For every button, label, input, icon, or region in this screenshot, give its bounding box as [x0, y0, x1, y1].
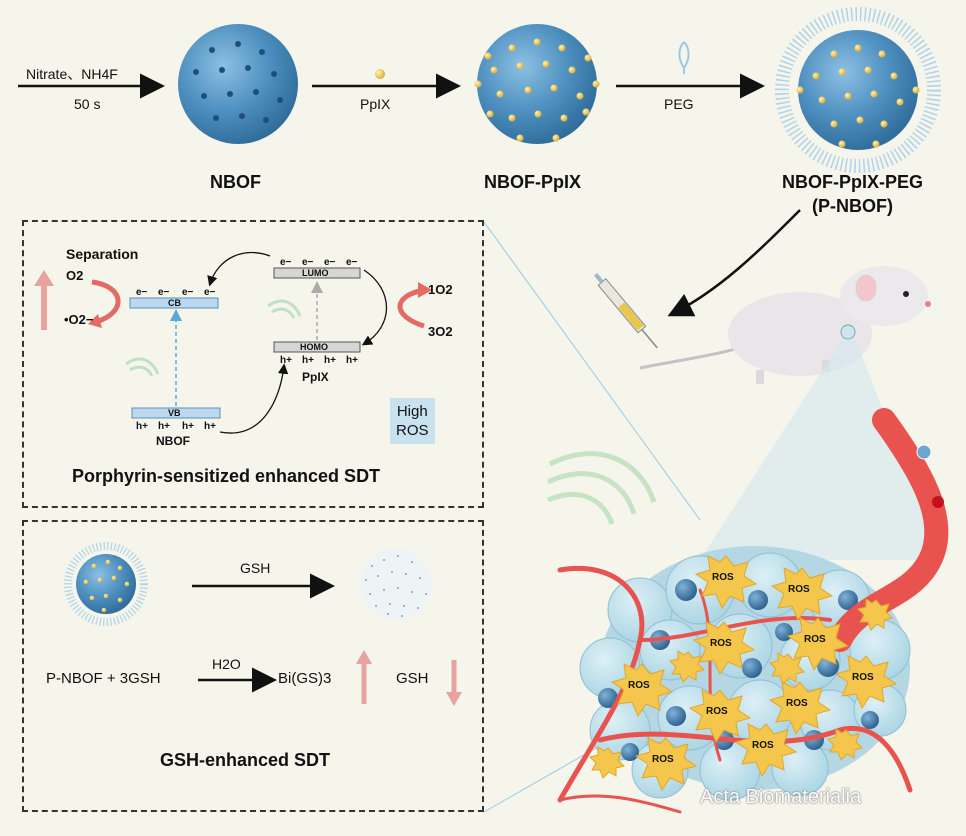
vb-hole-2: h+	[158, 421, 170, 432]
panel-porphyrin-sdt	[22, 220, 484, 508]
homo-label: HOMO	[300, 342, 328, 352]
watermark-text: Acta Biomaterialia	[700, 786, 862, 808]
ros-label-8: ROS	[852, 672, 874, 683]
ros-label-7: ROS	[786, 698, 808, 709]
singlet-oxygen-arrow	[397, 287, 425, 329]
ros-label-9: ROS	[652, 754, 674, 765]
cb-label: CB	[168, 298, 181, 308]
homo-hole-2: h+	[302, 355, 314, 366]
ultrasound-waves-2	[267, 299, 302, 319]
lumo-electron-1: e−	[280, 257, 292, 268]
high-ros-line1: High	[396, 403, 428, 420]
peg-icon	[678, 41, 690, 74]
syringe-icon	[594, 273, 658, 349]
ros-bursts-small	[589, 598, 893, 779]
ros-bursts	[610, 555, 898, 792]
tumor-ultrasound-waves	[546, 451, 657, 525]
vb-hole-4: h+	[204, 421, 216, 432]
singlet-oxygen-label: 1O2	[428, 282, 453, 297]
p-nbof-sphere	[775, 7, 941, 173]
gsh-level-label: GSH	[396, 670, 429, 687]
zoom-cone	[700, 340, 940, 560]
vb-label: VB	[168, 408, 181, 418]
superoxide-label: •O2−	[64, 312, 94, 327]
step1-time-label: 50 s	[74, 96, 101, 112]
vb-band	[131, 407, 221, 419]
lumo-electron-2: e−	[302, 257, 314, 268]
red-blood-cell	[932, 496, 944, 508]
gsh-arrow-label: GSH	[240, 560, 271, 576]
ros-label-6: ROS	[706, 706, 728, 717]
nbof-ppix-title: NBOF-PpIX	[484, 172, 581, 192]
equation-reactants: P-NBOF + 3GSH	[46, 670, 161, 687]
lumo-electron-4: e−	[346, 257, 358, 268]
p-nbof-small	[64, 542, 148, 626]
nbof-sphere	[178, 24, 298, 144]
ros-label-1: ROS	[712, 572, 734, 583]
cb-electron-3: e−	[182, 287, 194, 298]
triplet-oxygen-label: 3O2	[428, 324, 453, 339]
high-ros-box: High ROS	[390, 398, 435, 444]
lumo-electron-3: e−	[324, 257, 336, 268]
separation-label: Separation	[66, 246, 139, 262]
homo-hole-3: h+	[324, 355, 336, 366]
circulating-nanoparticle	[916, 444, 932, 460]
nbof-band-label: NBOF	[156, 434, 190, 448]
degraded-particle	[360, 548, 432, 620]
hole-transfer-arrow	[219, 363, 289, 434]
o2-label: O2	[66, 268, 84, 283]
vb-hole-3: h+	[182, 421, 194, 432]
panel-gsh-sdt	[22, 520, 484, 812]
cb-electron-1: e−	[136, 287, 148, 298]
vb-hole-1: h+	[136, 421, 148, 432]
step1-reagents-label: Nitrate、NH4F	[26, 66, 118, 82]
ppix-molecule-icon	[375, 69, 385, 79]
cb-electron-2: e−	[158, 287, 170, 298]
homo-hole-1: h+	[280, 355, 292, 366]
high-ros-line2: ROS	[396, 422, 429, 439]
step2-ppix-label: PpIX	[360, 96, 391, 112]
ppix-band-label: PpIX	[302, 370, 329, 384]
panel1-title: Porphyrin-sensitized enhanced SDT	[72, 466, 381, 486]
zoom-line-upper	[483, 221, 701, 521]
equation-catalyst: H2O	[212, 656, 241, 672]
lumo-level	[273, 267, 361, 279]
ros-label-3: ROS	[804, 634, 826, 645]
electron-transfer-arrow	[207, 251, 271, 287]
panel2-title: GSH-enhanced SDT	[160, 750, 331, 770]
lumo-label: LUMO	[302, 268, 329, 278]
homo-level	[273, 341, 361, 353]
ros-label-4: ROS	[710, 638, 732, 649]
ros-label-2: ROS	[788, 584, 810, 595]
lumo-homo-relaxation-arrow	[361, 269, 387, 346]
arrow-injection	[667, 209, 801, 317]
cb-electron-4: e−	[204, 287, 216, 298]
equation-product: Bi(GS)3	[278, 670, 332, 687]
mouse-illustration	[639, 266, 931, 384]
step3-peg-label: PEG	[664, 96, 694, 112]
ultrasound-waves-1	[125, 357, 160, 377]
ros-label-10: ROS	[752, 740, 774, 751]
nbof-ppix-sphere	[474, 24, 600, 144]
nbof-title: NBOF	[210, 172, 261, 192]
homo-hole-4: h+	[346, 355, 358, 366]
p-nbof-title-line1: NBOF-PpIX-PEG	[782, 172, 924, 192]
ros-label-5: ROS	[628, 680, 650, 691]
cb-band	[129, 297, 219, 309]
o2-reduction-arrow	[91, 279, 121, 325]
p-nbof-title-line2: (P-NBOF)	[812, 196, 893, 216]
